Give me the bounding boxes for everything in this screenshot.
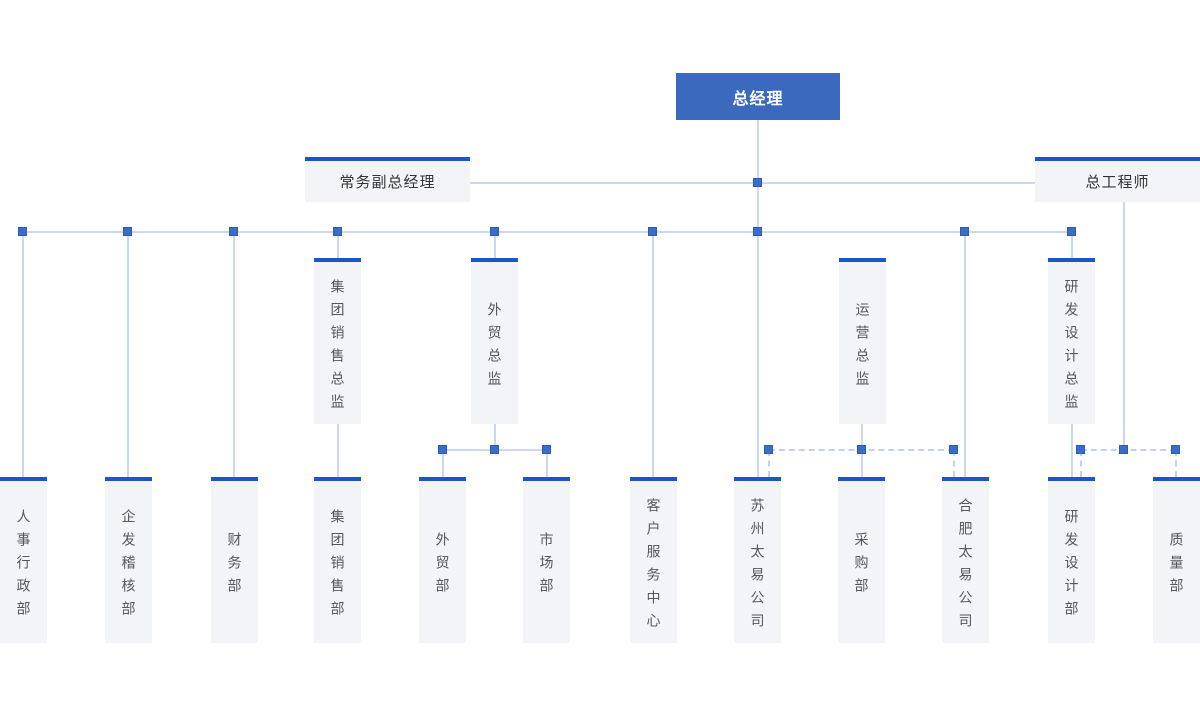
connector-line-v [652, 232, 654, 477]
org-node-label: 集团销售部 [329, 509, 346, 624]
junction-square [960, 227, 969, 236]
org-node-rd-design-director: 研发设计总监 [1048, 258, 1095, 424]
org-node-foreign-trade-dept: 外贸部 [419, 477, 466, 643]
org-node-label: 外贸总监 [486, 301, 503, 394]
connector-line-v [1123, 202, 1125, 450]
org-node-label: 市场部 [538, 532, 555, 601]
junction-square [857, 445, 866, 454]
org-node-chief-engineer: 总工程师 [1035, 157, 1200, 202]
junction-square [490, 445, 499, 454]
connector-line-h [470, 182, 1035, 184]
org-node-label: 客户服务中心 [645, 497, 662, 636]
junction-square [333, 227, 342, 236]
org-node-label: 集团销售总监 [329, 278, 346, 417]
connector-line-v [964, 232, 966, 477]
org-node-label: 总经理 [732, 90, 784, 108]
connector-line-v [494, 424, 496, 450]
junction-square [1119, 445, 1128, 454]
org-node-rd-design-dept: 研发设计部 [1048, 477, 1095, 643]
org-node-quality-dept: 质量部 [1153, 477, 1200, 643]
org-node-label: 企发稽核部 [120, 509, 137, 624]
org-node-deputy-general-manager: 常务副总经理 [305, 157, 470, 202]
junction-square [753, 227, 762, 236]
connector-line-v [22, 232, 24, 477]
org-node-purchasing-dept: 采购部 [838, 477, 885, 643]
org-node-group-sales-director: 集团销售总监 [314, 258, 361, 424]
org-node-label: 研发设计部 [1063, 509, 1080, 624]
org-node-group-sales-dept: 集团销售部 [314, 477, 361, 643]
org-node-operations-director: 运营总监 [839, 258, 886, 424]
org-node-label: 人事行政部 [15, 509, 32, 624]
junction-square [764, 445, 773, 454]
connector-line-v [127, 232, 129, 477]
org-node-label: 外贸部 [434, 532, 451, 601]
org-node-enterprise-dev-audit-dept: 企发稽核部 [105, 477, 152, 643]
org-node-label: 运营总监 [854, 301, 871, 394]
org-node-label: 常务副总经理 [339, 174, 436, 191]
org-node-foreign-trade-director: 外贸总监 [471, 258, 518, 424]
connector-line-h [23, 231, 1072, 233]
junction-square [123, 227, 132, 236]
org-node-marketing-dept: 市场部 [523, 477, 570, 643]
junction-square [542, 445, 551, 454]
connector-dashed-v [1080, 450, 1082, 477]
junction-square [438, 445, 447, 454]
junction-square [490, 227, 499, 236]
connector-dashed-v [768, 450, 770, 477]
org-node-label: 财务部 [226, 532, 243, 601]
junction-square [648, 227, 657, 236]
org-node-label: 苏州太易公司 [749, 497, 766, 636]
connector-dashed-v [1175, 450, 1177, 477]
connector-line-v [442, 450, 444, 477]
junction-square [18, 227, 27, 236]
junction-square [1067, 227, 1076, 236]
org-node-hefei-taiyi-company: 合肥太易公司 [942, 477, 989, 643]
connector-line-v [546, 450, 548, 477]
connector-dashed-v [953, 450, 955, 477]
connector-line-v [233, 232, 235, 477]
org-node-label: 质量部 [1168, 532, 1185, 601]
connector-line-v [337, 232, 339, 258]
connector-line-v [757, 120, 759, 477]
junction-square [949, 445, 958, 454]
org-node-label: 总工程师 [1085, 174, 1150, 191]
org-node-general-manager: 总经理 [676, 73, 840, 120]
org-node-label: 采购部 [853, 532, 870, 601]
connector-line-v [1071, 424, 1073, 477]
connector-line-v [337, 424, 339, 477]
org-node-label: 合肥太易公司 [957, 497, 974, 636]
junction-square [229, 227, 238, 236]
org-node-finance-dept: 财务部 [211, 477, 258, 643]
junction-square [1171, 445, 1180, 454]
org-node-suzhou-taiyi-company: 苏州太易公司 [734, 477, 781, 643]
connector-line-v [1071, 232, 1073, 258]
org-node-customer-service-center: 客户服务中心 [630, 477, 677, 643]
org-node-hr-admin-dept: 人事行政部 [0, 477, 47, 643]
connector-line-v [494, 232, 496, 258]
org-node-label: 研发设计总监 [1063, 278, 1080, 417]
junction-square [1076, 445, 1085, 454]
connector-dashed-h [1081, 449, 1176, 451]
junction-square [753, 178, 762, 187]
